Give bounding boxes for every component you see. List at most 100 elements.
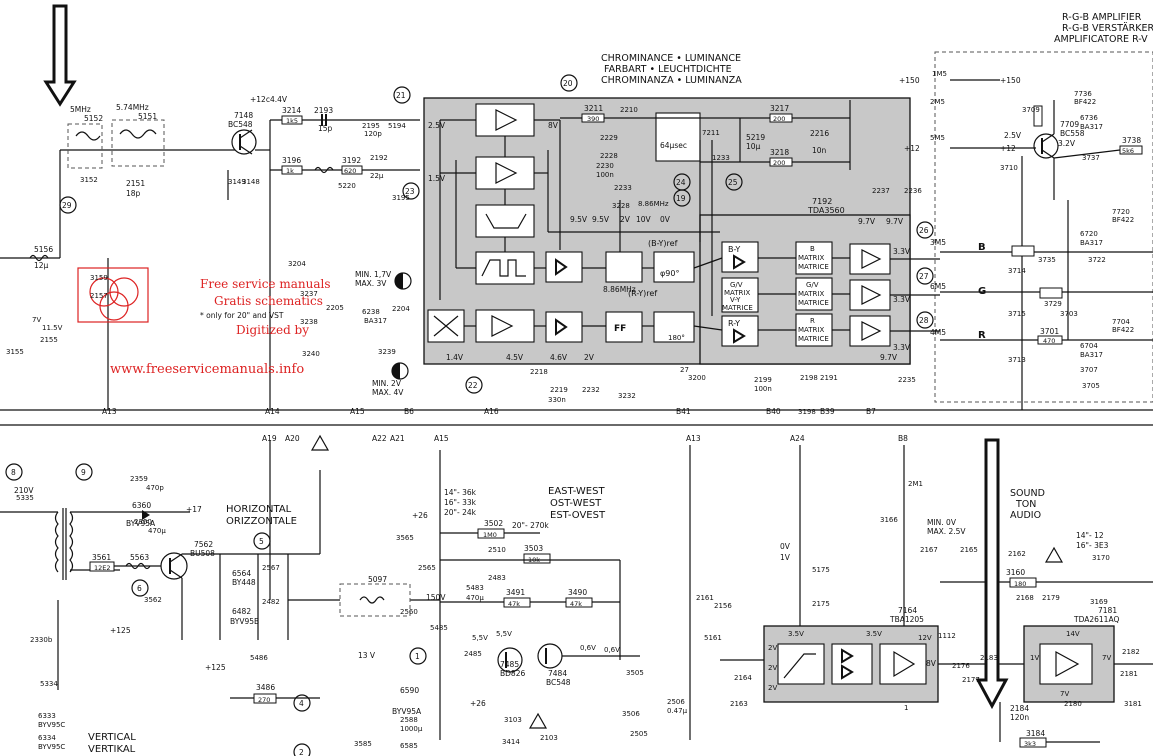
part-6482-id: 6482 bbox=[232, 607, 251, 616]
svg-text:3237: 3237 bbox=[300, 290, 318, 298]
out-r-label: R bbox=[978, 330, 986, 341]
ff-label: FF bbox=[614, 324, 626, 334]
annotation-arrow-top bbox=[43, 4, 77, 107]
part-3701-id: 3701 bbox=[1040, 327, 1059, 336]
part-3196-id: 3196 bbox=[282, 156, 301, 165]
part-3196-val: 1k bbox=[286, 167, 294, 175]
part-3214-val: 1k5 bbox=[286, 117, 298, 125]
svg-text:3169: 3169 bbox=[1090, 598, 1108, 606]
eastwest-title-1: EAST-WEST bbox=[548, 486, 605, 497]
coil-5097 bbox=[339, 583, 411, 617]
part-5152-val: 5MHz bbox=[70, 105, 91, 114]
svg-text:5,5V: 5,5V bbox=[472, 634, 488, 642]
svg-text:7720: 7720 bbox=[1112, 208, 1130, 216]
note-1v: 1V bbox=[780, 553, 791, 562]
bus-labels-bottom: A19 A20 A22 A21 A15 A13 A24 B8 bbox=[262, 434, 908, 443]
matrix-g-1: G/V bbox=[806, 281, 819, 289]
svg-text:3166: 3166 bbox=[880, 516, 898, 524]
block-acc bbox=[475, 309, 535, 343]
deg180-label: 180° bbox=[668, 334, 685, 342]
out-b-label: B bbox=[978, 242, 986, 253]
matrix-r-1: R bbox=[810, 317, 815, 325]
svg-text:3714: 3714 bbox=[1008, 267, 1026, 275]
note-0v: 0V bbox=[780, 542, 791, 551]
svg-text:2161: 2161 bbox=[696, 594, 714, 602]
svg-text:2233: 2233 bbox=[614, 184, 632, 192]
part-3211-val: 390 bbox=[587, 115, 599, 123]
svg-text:3562: 3562 bbox=[144, 596, 162, 604]
part-7709-val: BC558 bbox=[1060, 129, 1085, 138]
svg-text:3414: 3414 bbox=[502, 738, 520, 746]
svg-text:3715: 3715 bbox=[1008, 310, 1026, 318]
out-amp-g bbox=[849, 279, 891, 311]
svg-text:2483: 2483 bbox=[488, 574, 506, 582]
part-6590-id: 6590 bbox=[400, 686, 419, 695]
svg-text:2V: 2V bbox=[768, 644, 777, 652]
conn-3m5: 3M5 bbox=[930, 238, 946, 247]
svg-text:24: 24 bbox=[676, 178, 686, 187]
svg-text:A24: A24 bbox=[790, 434, 805, 443]
part-7484-id: 7484 bbox=[548, 669, 567, 678]
part-3490-val: 47k bbox=[570, 600, 582, 608]
bus-labels-top: A13 A14 A15 B6 A16 B41 B40 B39 B7 bbox=[102, 407, 876, 416]
warning-triangle-1 bbox=[310, 434, 330, 451]
svg-text:B8: B8 bbox=[898, 434, 908, 443]
svg-text:3152: 3152 bbox=[80, 176, 98, 184]
svg-text:2236: 2236 bbox=[904, 187, 922, 195]
part-6564-val: BY448 bbox=[232, 578, 256, 587]
svg-text:7736: 7736 bbox=[1074, 90, 1092, 98]
svg-text:3148: 3148 bbox=[242, 178, 260, 186]
svg-text:19: 19 bbox=[676, 194, 686, 203]
svg-text:3181: 3181 bbox=[1124, 700, 1142, 708]
part-2193-val: 15p bbox=[318, 124, 333, 133]
svg-text:1.5V: 1.5V bbox=[428, 174, 446, 183]
svg-text:www.freeservicemanuals.info: www.freeservicemanuals.info bbox=[110, 362, 304, 377]
warning-triangle-3 bbox=[1044, 546, 1064, 563]
svg-text:5334: 5334 bbox=[40, 680, 58, 688]
svg-text:2M5: 2M5 bbox=[930, 98, 945, 106]
part-3491-id: 3491 bbox=[506, 588, 525, 597]
note-max4: MAX. 4V bbox=[372, 388, 404, 397]
svg-text:2: 2 bbox=[299, 748, 304, 756]
supply-12-b: +12 bbox=[1000, 144, 1016, 153]
gy-matrix-2: MATRIX bbox=[724, 289, 750, 297]
svg-text:2183: 2183 bbox=[980, 654, 998, 662]
part-3561-id: 3561 bbox=[92, 553, 111, 562]
part-3561-val: 12E2 bbox=[94, 564, 111, 572]
transistor-7148 bbox=[231, 129, 257, 155]
transistor-7485 bbox=[497, 647, 523, 673]
v25-label: 2.5V bbox=[1004, 131, 1022, 140]
block-switch bbox=[653, 311, 695, 343]
svg-text:8: 8 bbox=[11, 468, 16, 477]
svg-text:2229: 2229 bbox=[600, 134, 618, 142]
svg-text:2157: 2157 bbox=[90, 292, 108, 300]
sound-title-1: SOUND bbox=[1010, 488, 1045, 499]
svg-text:2V: 2V bbox=[768, 684, 777, 692]
matrix-g-3: MATRICE bbox=[798, 299, 829, 307]
supply-125-b: +125 bbox=[205, 663, 226, 672]
svg-text:2168: 2168 bbox=[1016, 594, 1034, 602]
svg-text:3.5V: 3.5V bbox=[866, 630, 882, 638]
svg-text:BA317: BA317 bbox=[1080, 351, 1103, 359]
block-ry bbox=[721, 315, 759, 347]
svg-text:8.86MHz: 8.86MHz bbox=[638, 200, 669, 208]
svg-text:5175: 5175 bbox=[812, 566, 830, 574]
svg-text:2232: 2232 bbox=[582, 386, 600, 394]
ic-tda2611-ref: 7181 bbox=[1098, 606, 1117, 615]
svg-text:4.5V: 4.5V bbox=[506, 353, 524, 362]
svg-text:2204: 2204 bbox=[392, 305, 410, 313]
svg-text:BA317: BA317 bbox=[364, 317, 387, 325]
svg-text:100n: 100n bbox=[754, 385, 772, 393]
v32-label: 3.2V bbox=[1058, 139, 1076, 148]
horizontal-wiring bbox=[114, 440, 441, 740]
svg-text:1V: 1V bbox=[1030, 654, 1039, 662]
gy-matrix-4: MATRICE bbox=[722, 304, 753, 312]
part-3491-val: 47k bbox=[508, 600, 520, 608]
part-3709-id: 3709 bbox=[1022, 106, 1040, 114]
part-2216-val: 10n bbox=[812, 146, 827, 155]
svg-text:20: 20 bbox=[563, 79, 573, 88]
part-7485-id: 7485 bbox=[500, 660, 519, 669]
svg-text:1: 1 bbox=[415, 652, 420, 661]
svg-text:5220: 5220 bbox=[338, 182, 356, 190]
part-6360-id: 6360 bbox=[132, 501, 151, 510]
